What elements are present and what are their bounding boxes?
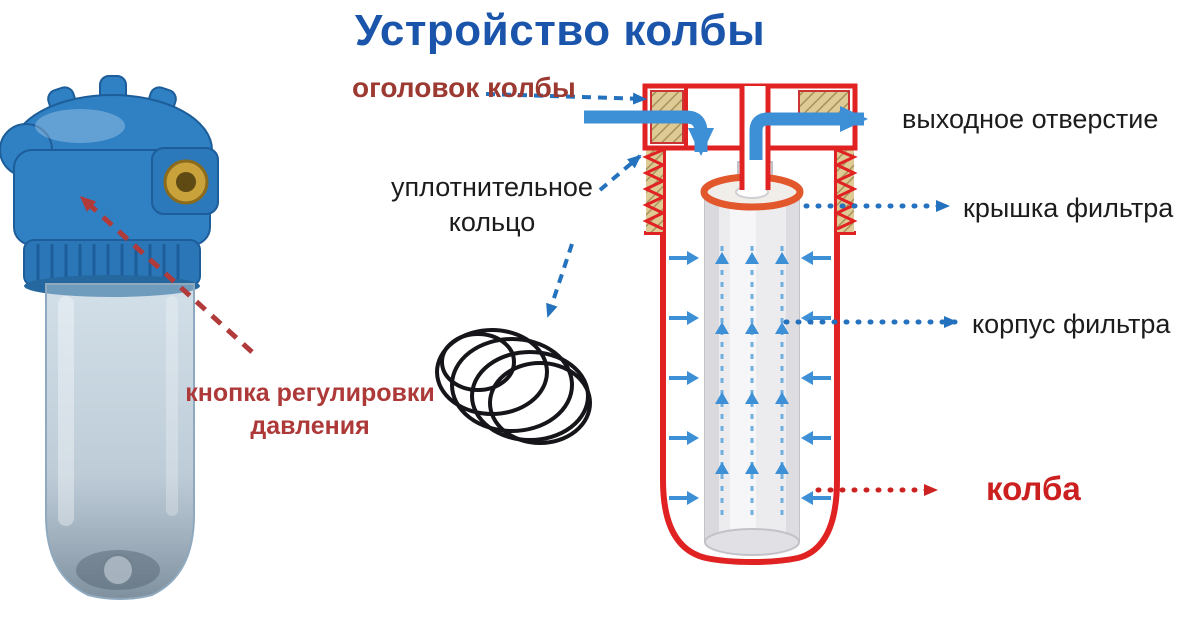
inlet-flow-arrow [584,110,714,156]
label-outlet-opening: выходное отверстие [902,104,1159,134]
cross-section-diagram [584,83,868,566]
transparent-bowl [45,283,195,600]
label-filter-body: корпус фильтра [972,309,1171,339]
cartridge-bottom [704,528,800,556]
inlet-port [151,147,219,215]
outlet-flow-arrow [749,106,868,160]
neck-threads [642,148,858,232]
label-pressure-button: кнопка регулировки давления [185,379,435,440]
seal-to-neck-arrow [598,154,642,192]
page-title: Устройство колбы [354,6,766,55]
label-flask: колба [986,470,1081,507]
filter-photo [0,75,219,600]
label-filter-cap: крышка фильтра [963,193,1174,223]
label-flask-head: оголовок колбы [352,72,576,103]
o-ring-drawing [435,328,592,445]
pressure-button-arrow [79,195,254,354]
seal-to-oring-arrow [546,243,574,318]
side-inflow-arrows [669,251,831,505]
label-sealing-ring: уплотнительное кольцо [391,172,593,238]
annotation-arrows [79,92,959,496]
cap-highlight [35,109,125,143]
head-arrow [485,92,647,105]
cartridge-flow-arrows [715,246,789,518]
